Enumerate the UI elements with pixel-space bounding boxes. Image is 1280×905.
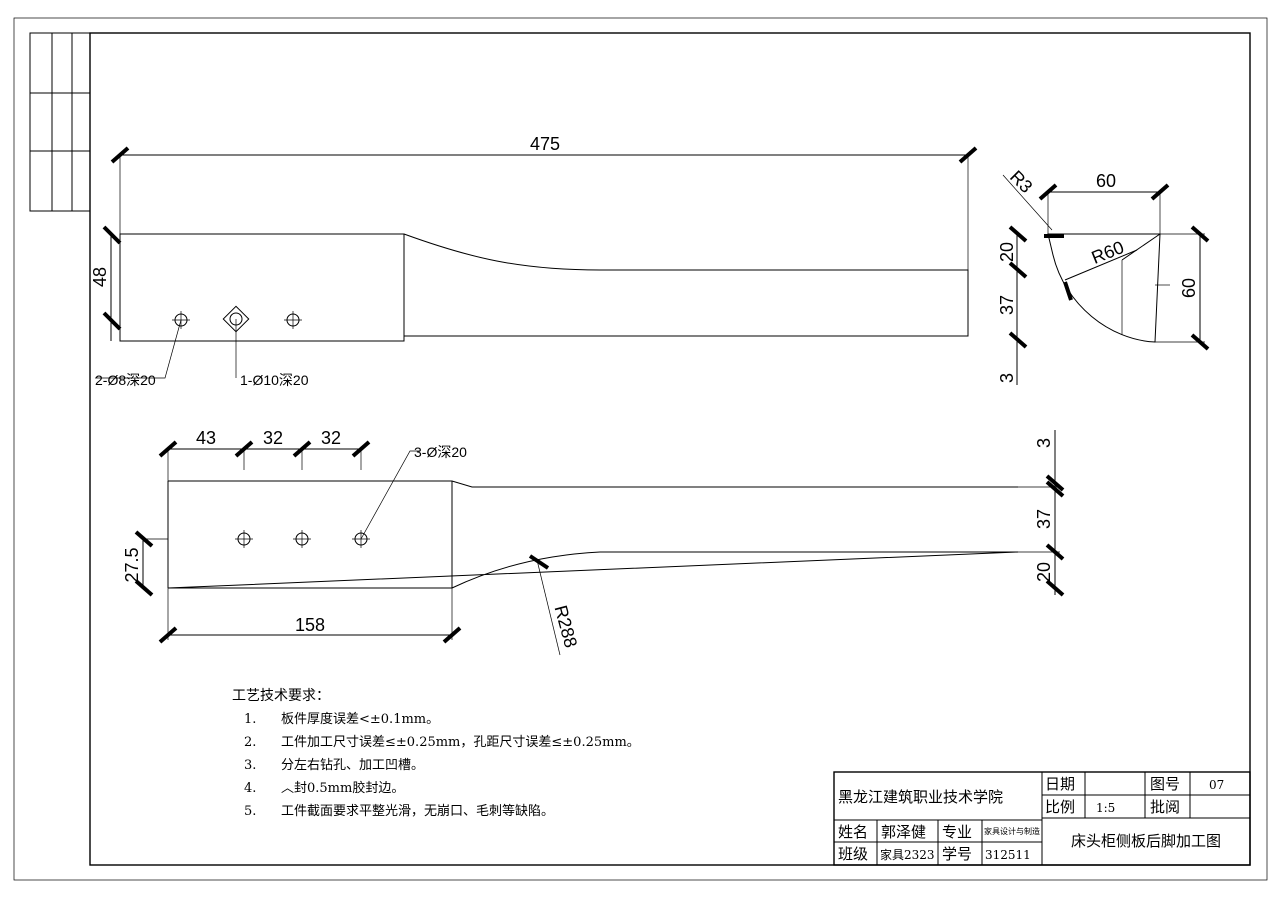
tb-id-label: 学号 (942, 845, 972, 863)
title-block: 黑龙江建筑职业技术学院 日期 图号 07 比例 1:5 批阅 姓名 郭泽健 专业… (833, 771, 1251, 866)
tb-review-label: 批阅 (1150, 798, 1180, 816)
binding-strip (29, 32, 91, 212)
bottom-view: 43 32 32 3-Ø深20 27.5 158 R288 (122, 428, 1065, 656)
notes-title: 工艺技术要求： (232, 688, 330, 704)
note-3-text: 分左右钻孔、加工凹槽。 (281, 758, 424, 773)
note-1-num: 1. (244, 712, 256, 727)
section-height-dim: 60 (1179, 278, 1199, 298)
bottom-dim-32a: 32 (263, 428, 283, 448)
section-dim-3: 3 (997, 373, 1017, 383)
inner-frame (89, 32, 1251, 866)
tb-name: 郭泽健 (881, 823, 926, 841)
top-view-outline (119, 233, 969, 342)
note-1-text: 板件厚度误差<±0.1mm。 (281, 711, 439, 727)
top-width-dim: 48 (90, 267, 110, 287)
section-view: 60 R3 R60 60 20 37 3 (997, 167, 1210, 385)
bottom-hole-1 (235, 530, 253, 548)
tb-class-label: 班级 (838, 845, 868, 863)
section-dim-20: 20 (997, 242, 1017, 262)
section-outline (1047, 233, 1161, 343)
tb-class: 家具2323 (880, 847, 935, 862)
section-r60: R60 (1089, 237, 1127, 268)
section-width-dim: 60 (1096, 171, 1116, 191)
bottom-right-dim-3: 3 (1034, 438, 1054, 448)
bottom-view-outline (167, 480, 1019, 589)
tb-name-label: 姓名 (838, 823, 868, 841)
bottom-hole-callout: 3-Ø深20 (414, 444, 467, 460)
tb-id: 312511 (985, 848, 1031, 862)
note-2-text: 工件加工尺寸误差≤±0.25mm，孔距尺寸误差≤±0.25mm。 (281, 735, 640, 750)
section-dim-37: 37 (997, 295, 1017, 315)
tb-scale-label: 比例 (1045, 798, 1075, 816)
top-view: 475 48 2-Ø8深20 1-Ø10深20 (90, 134, 978, 388)
note-2-num: 2. (244, 735, 256, 750)
note-3-num: 3. (244, 758, 256, 773)
bottom-right-dim-20: 20 (1034, 562, 1054, 582)
bottom-hole-2 (293, 530, 311, 548)
note-5-num: 5. (244, 804, 256, 819)
technical-notes: 工艺技术要求： 1. 板件厚度误差<±0.1mm。 2. 工件加工尺寸误差≤±0… (232, 688, 640, 819)
tb-drawing-title: 床头柜侧板后脚加工图 (1071, 832, 1221, 850)
hole-8mm-2 (284, 311, 302, 329)
hole-callout-2x8: 2-Ø8深20 (95, 372, 156, 388)
tb-date-label: 日期 (1045, 775, 1075, 793)
bottom-dim-27-5: 27.5 (122, 547, 142, 582)
note-4-text: ︿封0.5mm胶封边。 (281, 780, 404, 796)
bottom-dim-43: 43 (196, 428, 216, 448)
outer-border (13, 17, 1268, 881)
bottom-dim-32b: 32 (321, 428, 341, 448)
note-5-text: 工件截面要求平整光滑，无崩口、毛刺等缺陷。 (281, 803, 554, 819)
bottom-right-dim-37: 37 (1034, 509, 1054, 529)
tb-school: 黑龙江建筑职业技术学院 (838, 788, 1003, 806)
tb-drawing-no-label: 图号 (1150, 775, 1180, 793)
top-length-dim: 475 (530, 134, 560, 154)
bottom-dim-158: 158 (295, 615, 325, 635)
note-4-num: 4. (244, 781, 256, 796)
tb-major: 家具设计与制造 (984, 826, 1040, 836)
hole-callout-1x10: 1-Ø10深20 (240, 372, 309, 388)
bottom-r288: R288 (551, 603, 581, 650)
section-r3: R3 (1006, 167, 1036, 197)
tb-major-label: 专业 (942, 823, 972, 841)
tb-scale: 1:5 (1096, 801, 1115, 815)
tb-drawing-no: 07 (1209, 778, 1224, 792)
